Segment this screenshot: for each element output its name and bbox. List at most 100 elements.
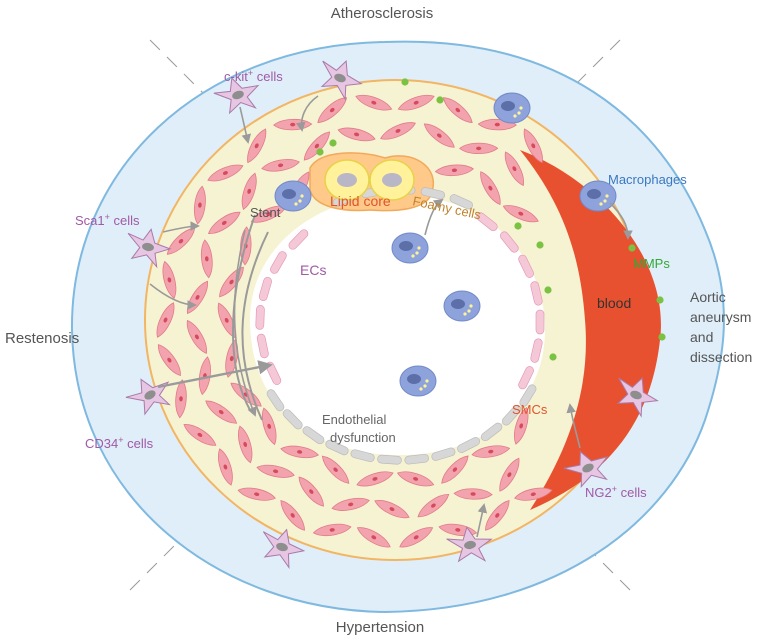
mmp-dot (544, 286, 552, 294)
ec-cell (476, 212, 498, 232)
smc-cell (261, 159, 300, 172)
smc-cell (237, 487, 276, 501)
smc-cell (434, 164, 474, 177)
mmp-dot (514, 222, 522, 230)
mmp-dot (401, 78, 409, 86)
smc-cell (441, 455, 469, 484)
smc-cell (321, 455, 350, 484)
smc-cell (396, 471, 435, 487)
ec-cell (530, 281, 543, 306)
smc-cell (193, 185, 206, 225)
macrophage-cell (399, 365, 437, 397)
smc-cell (238, 425, 253, 464)
ec-cell (255, 305, 265, 330)
smc-cell (380, 122, 416, 140)
mmp-dot (316, 148, 324, 156)
smc-cell (208, 211, 241, 234)
progenitor-cell-layer (125, 60, 659, 570)
smc-cell (207, 164, 244, 182)
smc-cell (499, 457, 520, 492)
endothelial-cell (457, 436, 481, 454)
smc-cell (514, 487, 553, 501)
macrophage-cell (391, 232, 429, 264)
endothelial-cell (404, 453, 430, 465)
smc-cell (356, 527, 391, 548)
smc-cell (205, 400, 238, 424)
smc-cell (247, 128, 267, 164)
smc-cell (337, 127, 376, 142)
smc-cell (374, 500, 410, 519)
label-restenosis: Restenosis (5, 330, 79, 347)
smc-cell (514, 407, 529, 445)
progenitor-cell (446, 526, 493, 563)
ec-cell (530, 338, 543, 363)
mmp-dot (658, 333, 666, 341)
endothelial-cell (325, 439, 349, 456)
endothelial-cell (501, 404, 522, 426)
endothelial-cell (519, 384, 537, 407)
macrophage-layer (274, 92, 617, 397)
ec-cell (518, 254, 534, 278)
label-smcs: SMCs (512, 402, 548, 417)
foam-cell (324, 159, 370, 201)
smc-cell (241, 172, 257, 211)
smc-cell (397, 95, 435, 111)
smc-cell (157, 344, 181, 377)
smc-cell (175, 379, 187, 419)
smc-cell (356, 471, 394, 487)
mmp-dot (536, 241, 544, 249)
endothelial-cell (431, 447, 456, 461)
smc-cell (471, 445, 511, 458)
progenitor-cell (262, 528, 306, 570)
smc-cell (200, 239, 213, 279)
smc-cell (256, 464, 295, 478)
endothelial-cell (350, 449, 375, 463)
label-hypertension: Hypertension (336, 619, 424, 636)
mmp-dot (656, 296, 664, 304)
label-atherosclerosis: Atherosclerosis (331, 5, 434, 22)
ec-cell (535, 309, 545, 335)
label-endothelial-line-2: dysfunction (330, 430, 396, 445)
progenitor-cell (616, 377, 659, 418)
smc-cell (502, 205, 539, 223)
smc-cell (312, 523, 352, 537)
ec-layer (255, 212, 545, 390)
endothelial-cell (266, 389, 285, 412)
macrophage-cell (274, 180, 312, 212)
label-blood: blood (597, 295, 631, 311)
ec-cell (256, 333, 269, 359)
smc-cell (317, 97, 348, 123)
label-ecs: ECs (300, 262, 326, 278)
label-cd34-cells: CD34+ cells (85, 435, 154, 451)
endothelial-cell (420, 187, 446, 200)
macrophage-cell (579, 180, 617, 212)
label-lipid-core: Lipid core (330, 193, 391, 209)
smc-cell (417, 494, 450, 518)
endothelial-cell (302, 426, 325, 445)
smc-cell (280, 500, 305, 531)
smc-cell (459, 142, 499, 155)
label-stent: Stent (250, 205, 281, 220)
ec-cell (288, 229, 309, 250)
progenitor-cell (127, 228, 172, 269)
stent (232, 214, 269, 421)
label-macrophages: Macrophages (608, 172, 687, 187)
smc-cell (156, 302, 175, 338)
smc-cell (523, 128, 543, 164)
label-aortic-aneurysm-dissection: Aortic aneurysm and dissection (690, 289, 752, 365)
foam-cell (369, 159, 415, 201)
endothelial-cell (480, 422, 503, 442)
smc-cell (331, 497, 370, 511)
smc-cell (183, 424, 217, 446)
smc-cell (280, 445, 319, 459)
ec-cell (270, 251, 287, 274)
mmp-dot (329, 139, 337, 147)
vessel-lumen (250, 195, 545, 455)
label-mmps: MMPs (633, 256, 670, 271)
macrophage-cell (443, 290, 481, 322)
smc-cell (399, 527, 434, 548)
label-ckit-cells: c-kit+ cells (224, 68, 283, 84)
smc-cell (453, 488, 493, 500)
progenitor-cell (213, 76, 260, 115)
